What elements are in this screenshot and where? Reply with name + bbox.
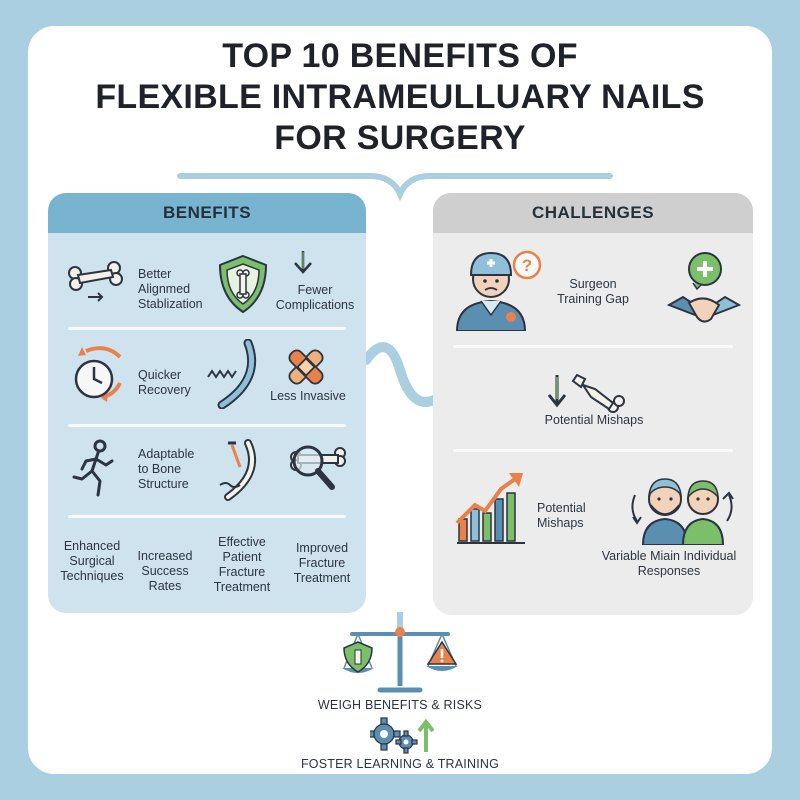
broken-bone-icon [547,373,625,413]
challenge-label: Potential Mishaps [544,413,644,427]
arrow-down-icon [294,251,312,274]
title-line-3: FOR SURGERY [274,119,526,157]
divider [68,327,346,330]
clock-icon [74,346,122,402]
benefits-heading: BENEFITS [48,193,366,233]
foster-learning-label: FOSTER LEARNING & TRAINING [300,757,500,771]
divider [453,449,733,452]
gears-arrow-icon [370,717,434,754]
benefit-label: Increased Success Rates [137,549,193,593]
benefit-label: Fewer Complications [275,283,355,312]
title-line-1: TOP 10 BENEFITS OF [222,37,578,75]
weigh-benefits-label: WEIGH BENEFITS & RISKS [317,698,483,712]
title-line-2: FLEXIBLE INTRAMEULLUARY NAILS [95,78,705,116]
balance-scale-icon [342,627,458,693]
divider [68,424,346,427]
benefit-label: Adaptable to Bone Structure [138,447,195,491]
handshake-icon [667,252,741,323]
nail-bone-icon [207,339,257,409]
benefit-label: Enhanced Surgical Techniques [60,539,124,583]
divider [453,345,733,348]
runner-icon [72,439,114,497]
benefits-panel: BENEFITS Better Alignmed Stablization Fe… [48,193,366,613]
svg-text:?: ? [522,256,532,275]
shield-bone-icon [218,254,268,314]
benefit-label: Quicker Recovery [138,368,191,397]
bandage-icon [288,349,324,385]
benefit-label: Improved Fracture Treatment [293,541,351,585]
challenge-label: Potential Mishaps [537,501,586,530]
surgeon-icon: ? [455,250,542,331]
screw-bone-icon [219,439,256,501]
challenges-panel: CHALLENGES ? Surgeon Training Gap Potent… [433,193,753,615]
challenge-label: Variable Miain Individual Responses [601,549,737,578]
page-title: TOP 10 BENEFITS OF FLEXIBLE INTRAMEULLUA… [0,36,800,159]
challenge-label: Surgeon Training Gap [557,277,629,306]
bone-icon [68,261,123,302]
divider [68,515,346,518]
benefit-label: Less Invasive [270,389,346,403]
people-icon [631,478,734,545]
benefit-label: Effective Patient Fracture Treatment [213,535,271,594]
magnifier-bone-icon [290,445,346,490]
bar-chart-icon [455,473,525,544]
benefit-label: Better Alignmed Stablization [138,267,203,311]
challenges-heading: CHALLENGES [433,193,753,233]
